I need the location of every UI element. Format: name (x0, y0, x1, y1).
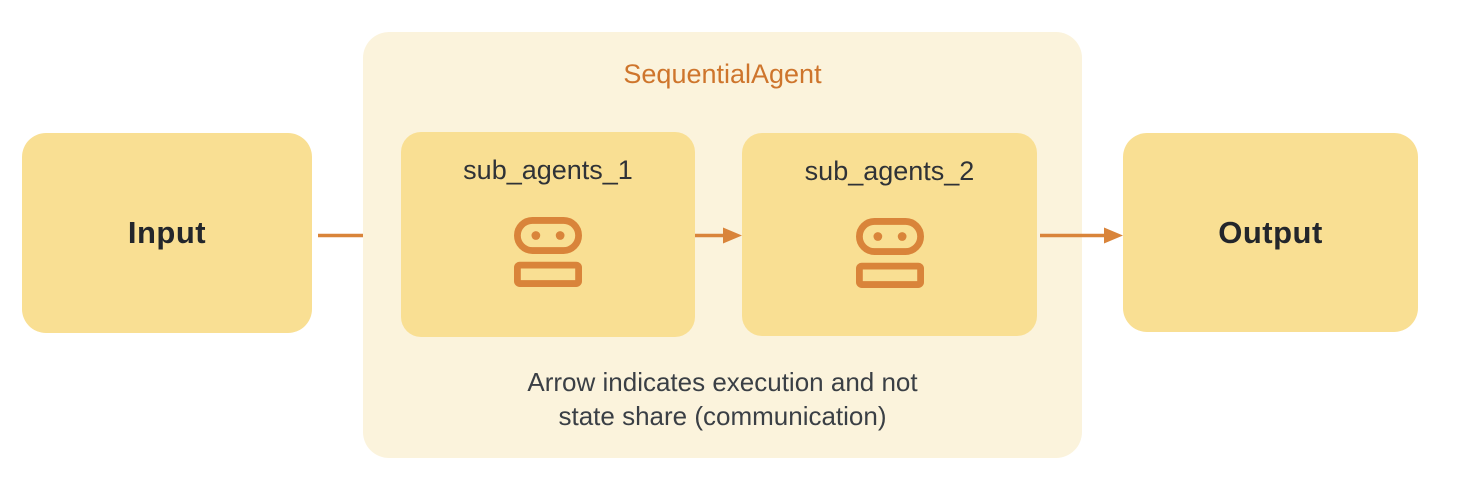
sub-agent-2-node: sub_agents_2 (742, 133, 1037, 336)
container-title: SequentialAgent (623, 59, 822, 89)
sub-agent-1-node: sub_agents_1 (401, 132, 695, 337)
caption-line-1: Arrow indicates execution and not (527, 367, 918, 397)
robot-icon (855, 218, 924, 288)
sub-agent-1-label: sub_agents_1 (463, 155, 633, 185)
sequential-agent-container: SequentialAgent sub_agents_1 sub_agents_… (363, 32, 1082, 458)
flow-arrow-sub1-to-sub2 (695, 227, 742, 244)
sub-agent-2-label: sub_agents_2 (804, 156, 975, 186)
output-node: Output (1123, 133, 1418, 332)
caption-line-2: state share (communication) (558, 401, 887, 431)
flow-arrow-sub2-to-output (1040, 227, 1123, 244)
input-node: Input (22, 133, 312, 333)
output-label: Output (1218, 214, 1323, 250)
robot-icon (514, 217, 582, 287)
input-label: Input (127, 215, 207, 250)
caption: Arrow indicates execution and not state … (363, 365, 1082, 433)
